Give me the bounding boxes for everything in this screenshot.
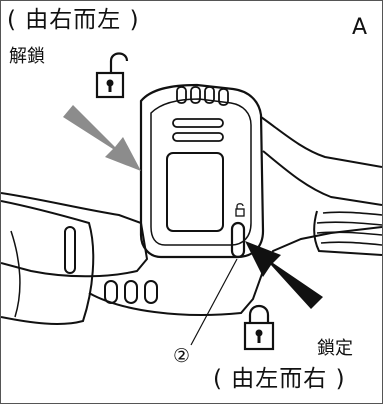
bottom-vent-3 xyxy=(144,280,158,304)
switch-lock-symbol xyxy=(235,203,245,217)
ribbed-grip xyxy=(316,211,382,246)
motor-housing-mid xyxy=(262,150,382,206)
top-vent-1 xyxy=(176,86,187,104)
callout-leader-line xyxy=(190,258,238,346)
top-vent-2 xyxy=(190,86,201,104)
grip-bar-1 xyxy=(172,118,224,128)
unlock-label: 解鎖 xyxy=(9,46,45,67)
tool-body-outline xyxy=(1,192,149,278)
side-vent-1 xyxy=(64,226,76,274)
unlock-direction-label: ( 由右而左 ) xyxy=(7,7,140,33)
motor-housing-top xyxy=(260,116,382,168)
tool-rear-contour xyxy=(1,200,95,325)
padlock-open-icon xyxy=(95,52,129,99)
bottom-vent-2 xyxy=(124,280,138,304)
padlock-closed-icon xyxy=(243,304,275,351)
lock-switch-slot xyxy=(230,221,246,259)
top-vent-3 xyxy=(204,86,215,104)
ribbed-grip-outline xyxy=(313,210,382,256)
lock-direction-label: ( 由左而右 ) xyxy=(213,366,346,392)
lock-label: 鎖定 xyxy=(317,338,353,359)
grip-bar-2 xyxy=(172,132,224,142)
callout-number: ② xyxy=(173,345,191,367)
top-vent-4 xyxy=(218,88,229,106)
handle-window xyxy=(166,152,224,232)
panel-letter: A xyxy=(352,15,368,40)
arrow-up-left-icon xyxy=(245,241,323,309)
bottom-vent-1 xyxy=(104,280,118,304)
arrow-down-right-icon xyxy=(63,105,141,171)
tool-rear-inner xyxy=(10,230,21,318)
handle-block xyxy=(139,83,265,259)
